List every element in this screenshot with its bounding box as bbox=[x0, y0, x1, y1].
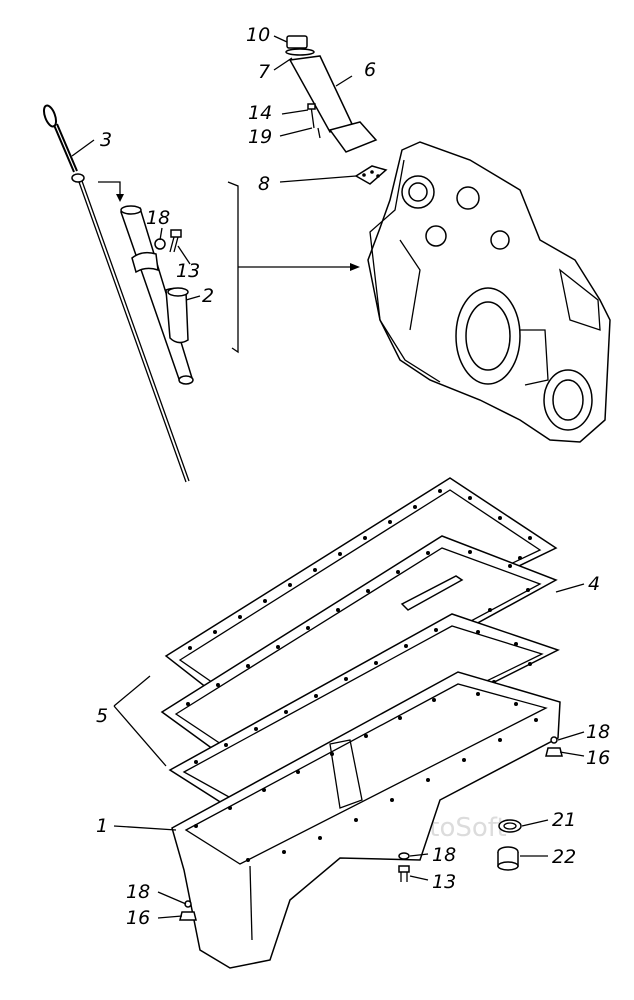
label-18c: 18 bbox=[432, 844, 456, 866]
label-3: 3 bbox=[100, 129, 112, 151]
leader-lines bbox=[71, 35, 585, 919]
label-8: 8 bbox=[258, 173, 270, 195]
gasket-8 bbox=[354, 165, 388, 185]
label-18a: 18 bbox=[146, 207, 170, 229]
label-14: 14 bbox=[248, 102, 272, 124]
label-21: 21 bbox=[552, 809, 576, 831]
washer-18 bbox=[154, 238, 166, 250]
label-2: 2 bbox=[202, 285, 214, 307]
flywheel-housing bbox=[367, 141, 611, 443]
oil-sump bbox=[171, 671, 561, 969]
label-13b: 13 bbox=[432, 871, 456, 893]
label-19: 19 bbox=[248, 126, 272, 148]
hardware-center bbox=[398, 852, 410, 882]
label-1: 1 bbox=[96, 815, 108, 837]
label-6: 6 bbox=[364, 59, 376, 81]
label-18b: 18 bbox=[586, 721, 610, 743]
tube-arrow bbox=[98, 181, 121, 198]
label-18d: 18 bbox=[126, 881, 150, 903]
pan-gasket-middle bbox=[160, 535, 558, 761]
hardware-right bbox=[545, 736, 563, 757]
drain-plug-22 bbox=[497, 846, 519, 871]
label-7: 7 bbox=[258, 61, 270, 83]
label-4: 4 bbox=[588, 573, 600, 595]
bracket-line bbox=[227, 181, 239, 354]
drain-seal-21 bbox=[498, 819, 522, 833]
label-13a: 13 bbox=[176, 260, 200, 282]
label-10: 10 bbox=[246, 24, 270, 46]
label-5: 5 bbox=[96, 705, 108, 727]
filler-neck bbox=[285, 35, 378, 153]
label-16b: 16 bbox=[126, 907, 150, 929]
guide-tube bbox=[120, 205, 194, 385]
label-22: 22 bbox=[552, 846, 576, 868]
bolt-13 bbox=[169, 229, 182, 253]
dipstick bbox=[42, 104, 190, 483]
tube-arrow-head bbox=[116, 194, 124, 202]
housing-arrow-head bbox=[350, 263, 360, 271]
label-16a: 16 bbox=[586, 747, 610, 769]
hardware-left bbox=[179, 900, 197, 921]
